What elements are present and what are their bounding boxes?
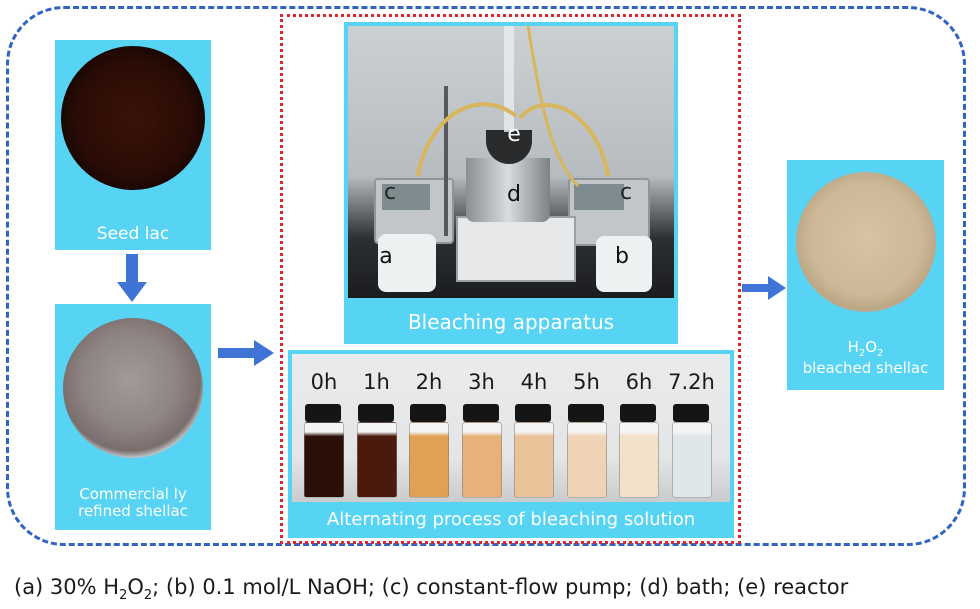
vial-time-label: 6h <box>625 370 653 394</box>
caption-part2: O <box>127 575 144 599</box>
bleached-shellac-label: H2O2 bleached shellac <box>787 334 944 382</box>
vial-time-label: 2h <box>415 370 443 394</box>
refined-shellac-label-line1: Commercial ly <box>79 484 187 503</box>
caption-part3: ; (b) 0.1 mol/L NaOH; (c) constant-flow … <box>152 575 849 599</box>
vial <box>566 422 607 498</box>
vial-cap <box>410 404 446 422</box>
bottle-b <box>596 236 652 292</box>
stirrer-base <box>456 216 576 282</box>
apparatus-photo <box>348 26 674 298</box>
caption-sub1: 2 <box>119 588 128 604</box>
vial-cap <box>515 404 551 422</box>
figure-caption: (a) 30% H2O2; (b) 0.1 mol/L NaOH; (c) co… <box>14 575 848 603</box>
bleaching-solution-label: Alternating process of bleaching solutio… <box>326 508 696 530</box>
h2o2-formula: H2O2 <box>848 339 884 360</box>
vials-photo: 0h 1h 2h 3h 4h 5h 6h 7.2h <box>292 354 730 502</box>
formula-sub2: 2 <box>877 348 884 360</box>
seed-lac-panel: Seed lac <box>55 40 211 250</box>
vial-cap <box>672 404 709 422</box>
formula-sub1: 2 <box>858 348 866 360</box>
refined-shellac-dish-image <box>63 318 203 458</box>
arrow-down <box>117 254 147 302</box>
tubing <box>416 26 610 188</box>
bottle-a <box>378 234 436 292</box>
vial-time-label: 3h <box>468 370 495 394</box>
vial-cap <box>567 404 604 422</box>
seed-lac-dish-image <box>61 46 205 190</box>
vial-time-label: 0h <box>310 370 338 394</box>
bleached-shellac-label-line2: bleached shellac <box>802 358 929 377</box>
pump-right-display <box>574 184 624 210</box>
bleached-shellac-panel: H2O2 bleached shellac <box>787 160 944 390</box>
stand-rod <box>444 86 448 236</box>
apparatus-letter-a: a <box>379 244 393 269</box>
arrow-right-right <box>742 276 786 300</box>
bleached-shellac-dish-image <box>796 172 936 312</box>
apparatus-letter-d: d <box>507 182 521 207</box>
vial-time-label: 7.2h <box>668 370 715 394</box>
vial-time-label: 1h <box>363 370 390 394</box>
seed-lac-label: Seed lac <box>96 224 170 245</box>
formula-o: O <box>865 338 878 357</box>
vial <box>514 422 554 498</box>
apparatus-letter-b: b <box>615 244 629 269</box>
refined-shellac-panel: Commercial ly refined shellac <box>55 304 211 530</box>
apparatus-letter-c-right: c <box>619 180 633 205</box>
vial <box>461 422 502 498</box>
vial <box>619 422 659 498</box>
vial <box>356 422 397 498</box>
vial <box>409 422 449 498</box>
bleaching-apparatus-label: Bleaching apparatus <box>407 309 615 334</box>
vial <box>304 422 344 498</box>
vial-cap <box>462 404 499 422</box>
vial-time-label: 4h <box>520 370 548 394</box>
vial-cap <box>357 404 394 422</box>
center-dotted-frame <box>280 14 741 544</box>
refined-shellac-label: Commercial ly refined shellac <box>55 480 211 526</box>
refined-shellac-label-line2: refined shellac <box>78 502 188 520</box>
caption-part1: (a) 30% H <box>14 575 120 599</box>
bath <box>466 158 550 222</box>
apparatus-letter-e: e <box>507 122 521 147</box>
arrow-right-left <box>218 340 274 366</box>
vial-time-label: 5h <box>573 370 600 394</box>
formula-h: H <box>847 338 859 357</box>
caption-sub2: 2 <box>143 588 153 604</box>
reactor-neck <box>504 26 514 132</box>
vial-cap <box>620 404 656 422</box>
vial <box>671 422 712 498</box>
pump-left-display <box>382 184 430 210</box>
apparatus-letter-c-left: c <box>383 180 397 205</box>
bleaching-solution-panel: 0h 1h 2h 3h 4h 5h 6h 7.2h Alternating process o… <box>288 350 734 538</box>
vial-cap <box>305 404 341 422</box>
outer-dashed-frame <box>6 6 966 546</box>
bleaching-apparatus-panel: a b c c d e Bleaching apparatus <box>344 22 678 344</box>
